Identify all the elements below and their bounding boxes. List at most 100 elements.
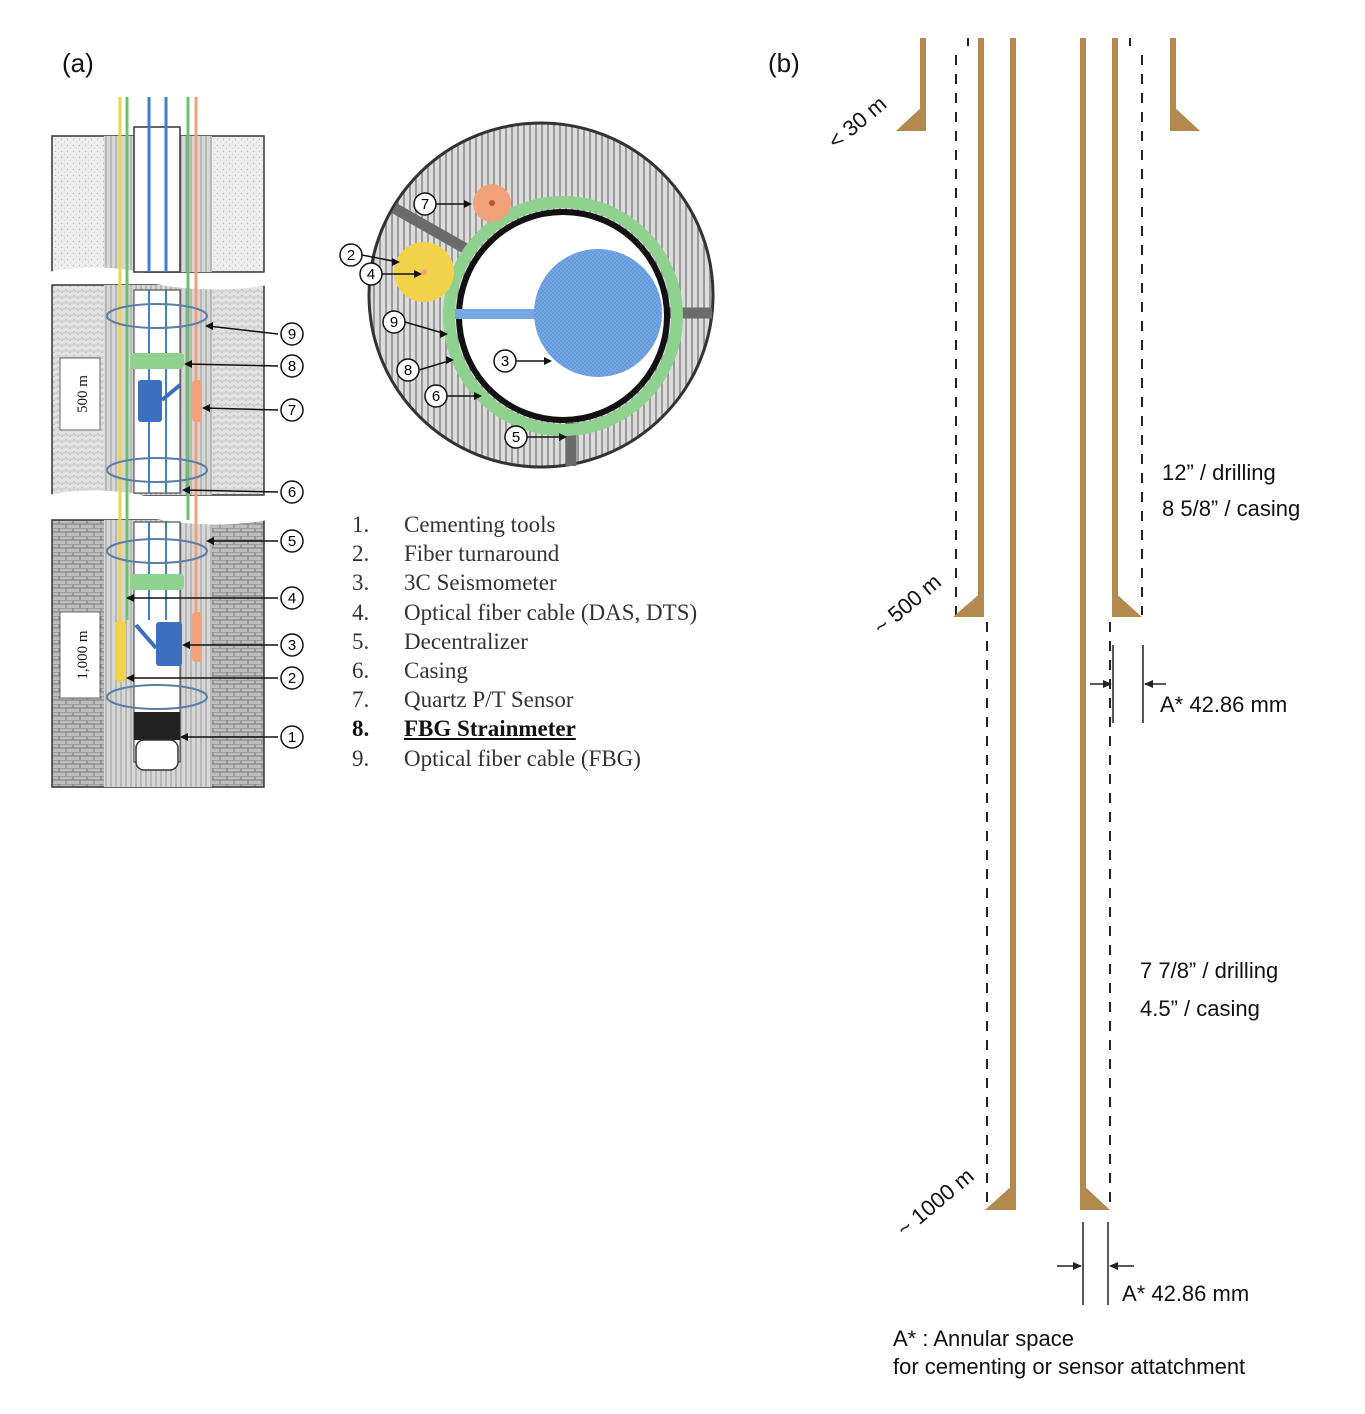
- upper-drilling-label: 12” / drilling: [1162, 460, 1276, 485]
- xs-callout-7: 7: [413, 192, 472, 216]
- xs-callout-5: 5: [504, 425, 567, 449]
- depth-1000-label: 1,000 m: [75, 630, 91, 680]
- footnote-line-2: for cementing or sensor attatchment: [893, 1354, 1245, 1379]
- svg-text:5: 5: [288, 533, 296, 550]
- svg-text:7: 7: [288, 402, 296, 419]
- pt-sensor-upper: [192, 380, 202, 422]
- legend-item-number: 1.: [352, 512, 370, 537]
- legend-item-number: 4.: [352, 599, 370, 625]
- section-break-2: [48, 490, 268, 525]
- xs-callout-6: 6: [424, 384, 482, 408]
- svg-text:2: 2: [288, 670, 296, 687]
- svg-text:8: 8: [404, 362, 412, 379]
- legend-item-label: Cementing tools: [404, 512, 556, 537]
- xs-callout-8: 8: [396, 356, 454, 382]
- svg-text:7: 7: [421, 196, 429, 213]
- section-break-1: [48, 267, 268, 290]
- depth-1000-label-b: ~ 1000 m: [892, 1163, 979, 1242]
- svg-text:5: 5: [512, 429, 520, 446]
- svg-text:6: 6: [288, 484, 296, 501]
- legend-item: 9. Optical fiber cable (FBG): [352, 744, 697, 773]
- legend-item-label: Optical fiber cable (FBG): [404, 745, 641, 771]
- callouts-borehole: 9 8 7 6 5 4: [126, 322, 304, 749]
- depth-500-label-b: ~ 500 m: [868, 569, 945, 640]
- decentralizer-ring: [106, 538, 208, 564]
- depth-500-label: 500 m: [75, 375, 91, 413]
- xs-callout-4: 4: [359, 262, 422, 286]
- legend-item: 2. Fiber turnaround: [352, 539, 697, 568]
- panel-a-label: (a): [62, 48, 94, 78]
- cross-section-diagram: [367, 121, 715, 469]
- svg-text:2: 2: [347, 247, 355, 264]
- svg-text:3: 3: [288, 637, 296, 654]
- legend-item-number: 5.: [352, 628, 370, 654]
- callout-3: 3: [182, 633, 304, 657]
- fiber-turnaround-ring: [106, 684, 208, 710]
- seismometer-arm: [455, 309, 545, 319]
- callout-2: 2: [126, 666, 304, 690]
- casing-profile: [896, 38, 1200, 1305]
- legend-item-label: 3C Seismometer: [404, 570, 557, 596]
- seismometer-lower: [134, 622, 182, 666]
- upper-casing-label: 8 5/8” / casing: [1162, 496, 1300, 521]
- svg-text:3: 3: [501, 353, 509, 370]
- cementing-tool: [134, 712, 180, 771]
- legend-item-label: Quartz P/T Sensor: [404, 687, 574, 713]
- lower-drilling-label: 7 7/8” / drilling: [1140, 958, 1278, 983]
- lower-casing-label: 4.5” / casing: [1140, 996, 1260, 1021]
- legend-item-label: Fiber turnaround: [404, 541, 560, 567]
- svg-text:4: 4: [288, 590, 296, 607]
- callout-4: 4: [126, 586, 304, 610]
- decentralizer-arm-1: [391, 203, 471, 255]
- legend-item-number: 7.: [352, 687, 370, 713]
- legend-item: 8. FBG Strainmeter: [352, 714, 697, 743]
- depth-30-label: < 30 m: [823, 91, 891, 154]
- legend-item-label: Decentralizer: [404, 628, 528, 654]
- legend-item-number: 2.: [352, 541, 370, 567]
- legend-item-number: 6.: [352, 657, 370, 683]
- borehole-schematic: 500 m 1,000 m: [48, 97, 268, 788]
- legend-item-number: 9.: [352, 745, 370, 771]
- seismometer-upper: [138, 380, 182, 422]
- fbg-fiber-ring: [443, 196, 683, 436]
- casing-ring-middle: [106, 457, 208, 483]
- legend-item: 6. Casing: [352, 656, 697, 685]
- callout-5: 5: [206, 529, 304, 553]
- svg-text:4: 4: [367, 266, 375, 283]
- fbg-strainmeter-upper: [130, 353, 184, 369]
- annulus-dimension-upper: [1090, 645, 1166, 723]
- pt-sensor-lower: [192, 612, 202, 662]
- xs-callout-9: 9: [382, 310, 448, 338]
- legend-item: 3.3C Seismometer: [352, 568, 697, 597]
- xs-callout-3: 3: [493, 349, 552, 373]
- legend-item: 7. Quartz P/T Sensor: [352, 685, 697, 714]
- svg-text:9: 9: [390, 314, 398, 331]
- seismometer-body: [534, 249, 662, 377]
- annulus-dimension-lower: [1057, 1222, 1134, 1305]
- callout-6: 6: [182, 480, 304, 504]
- svg-text:1: 1: [288, 729, 296, 746]
- legend-item: 4.Optical fiber cable (DAS, DTS): [352, 598, 697, 627]
- svg-text:8: 8: [288, 358, 296, 375]
- svg-text:6: 6: [432, 388, 440, 405]
- casing-upper: [133, 126, 181, 273]
- panel-b-label: (b): [768, 48, 800, 78]
- legend-item-label: FBG Strainmeter: [404, 716, 576, 742]
- legend-item-number: 8.: [352, 716, 370, 742]
- annulus-label-lower: A* 42.86 mm: [1122, 1281, 1249, 1306]
- legend-item: 1. Cementing tools: [352, 510, 697, 539]
- callout-1: 1: [180, 725, 304, 749]
- xs-callout-2: 2: [339, 243, 400, 267]
- legend-item: 5. Decentralizer: [352, 627, 697, 656]
- svg-text:9: 9: [288, 326, 296, 343]
- callout-9: 9: [205, 322, 304, 346]
- legend-item-label: Casing: [404, 657, 468, 683]
- das-dts-element: [115, 620, 126, 682]
- fbg-strainmeter-lower: [130, 574, 184, 590]
- fbg-fiber-ring-upper: [106, 303, 208, 329]
- annulus-label-upper: A* 42.86 mm: [1160, 692, 1287, 717]
- footnote-line-1: A* : Annular space: [893, 1326, 1074, 1351]
- panel-b-labels: < 30 m ~ 500 m ~ 1000 m 12” / drilling 8…: [823, 91, 1300, 1379]
